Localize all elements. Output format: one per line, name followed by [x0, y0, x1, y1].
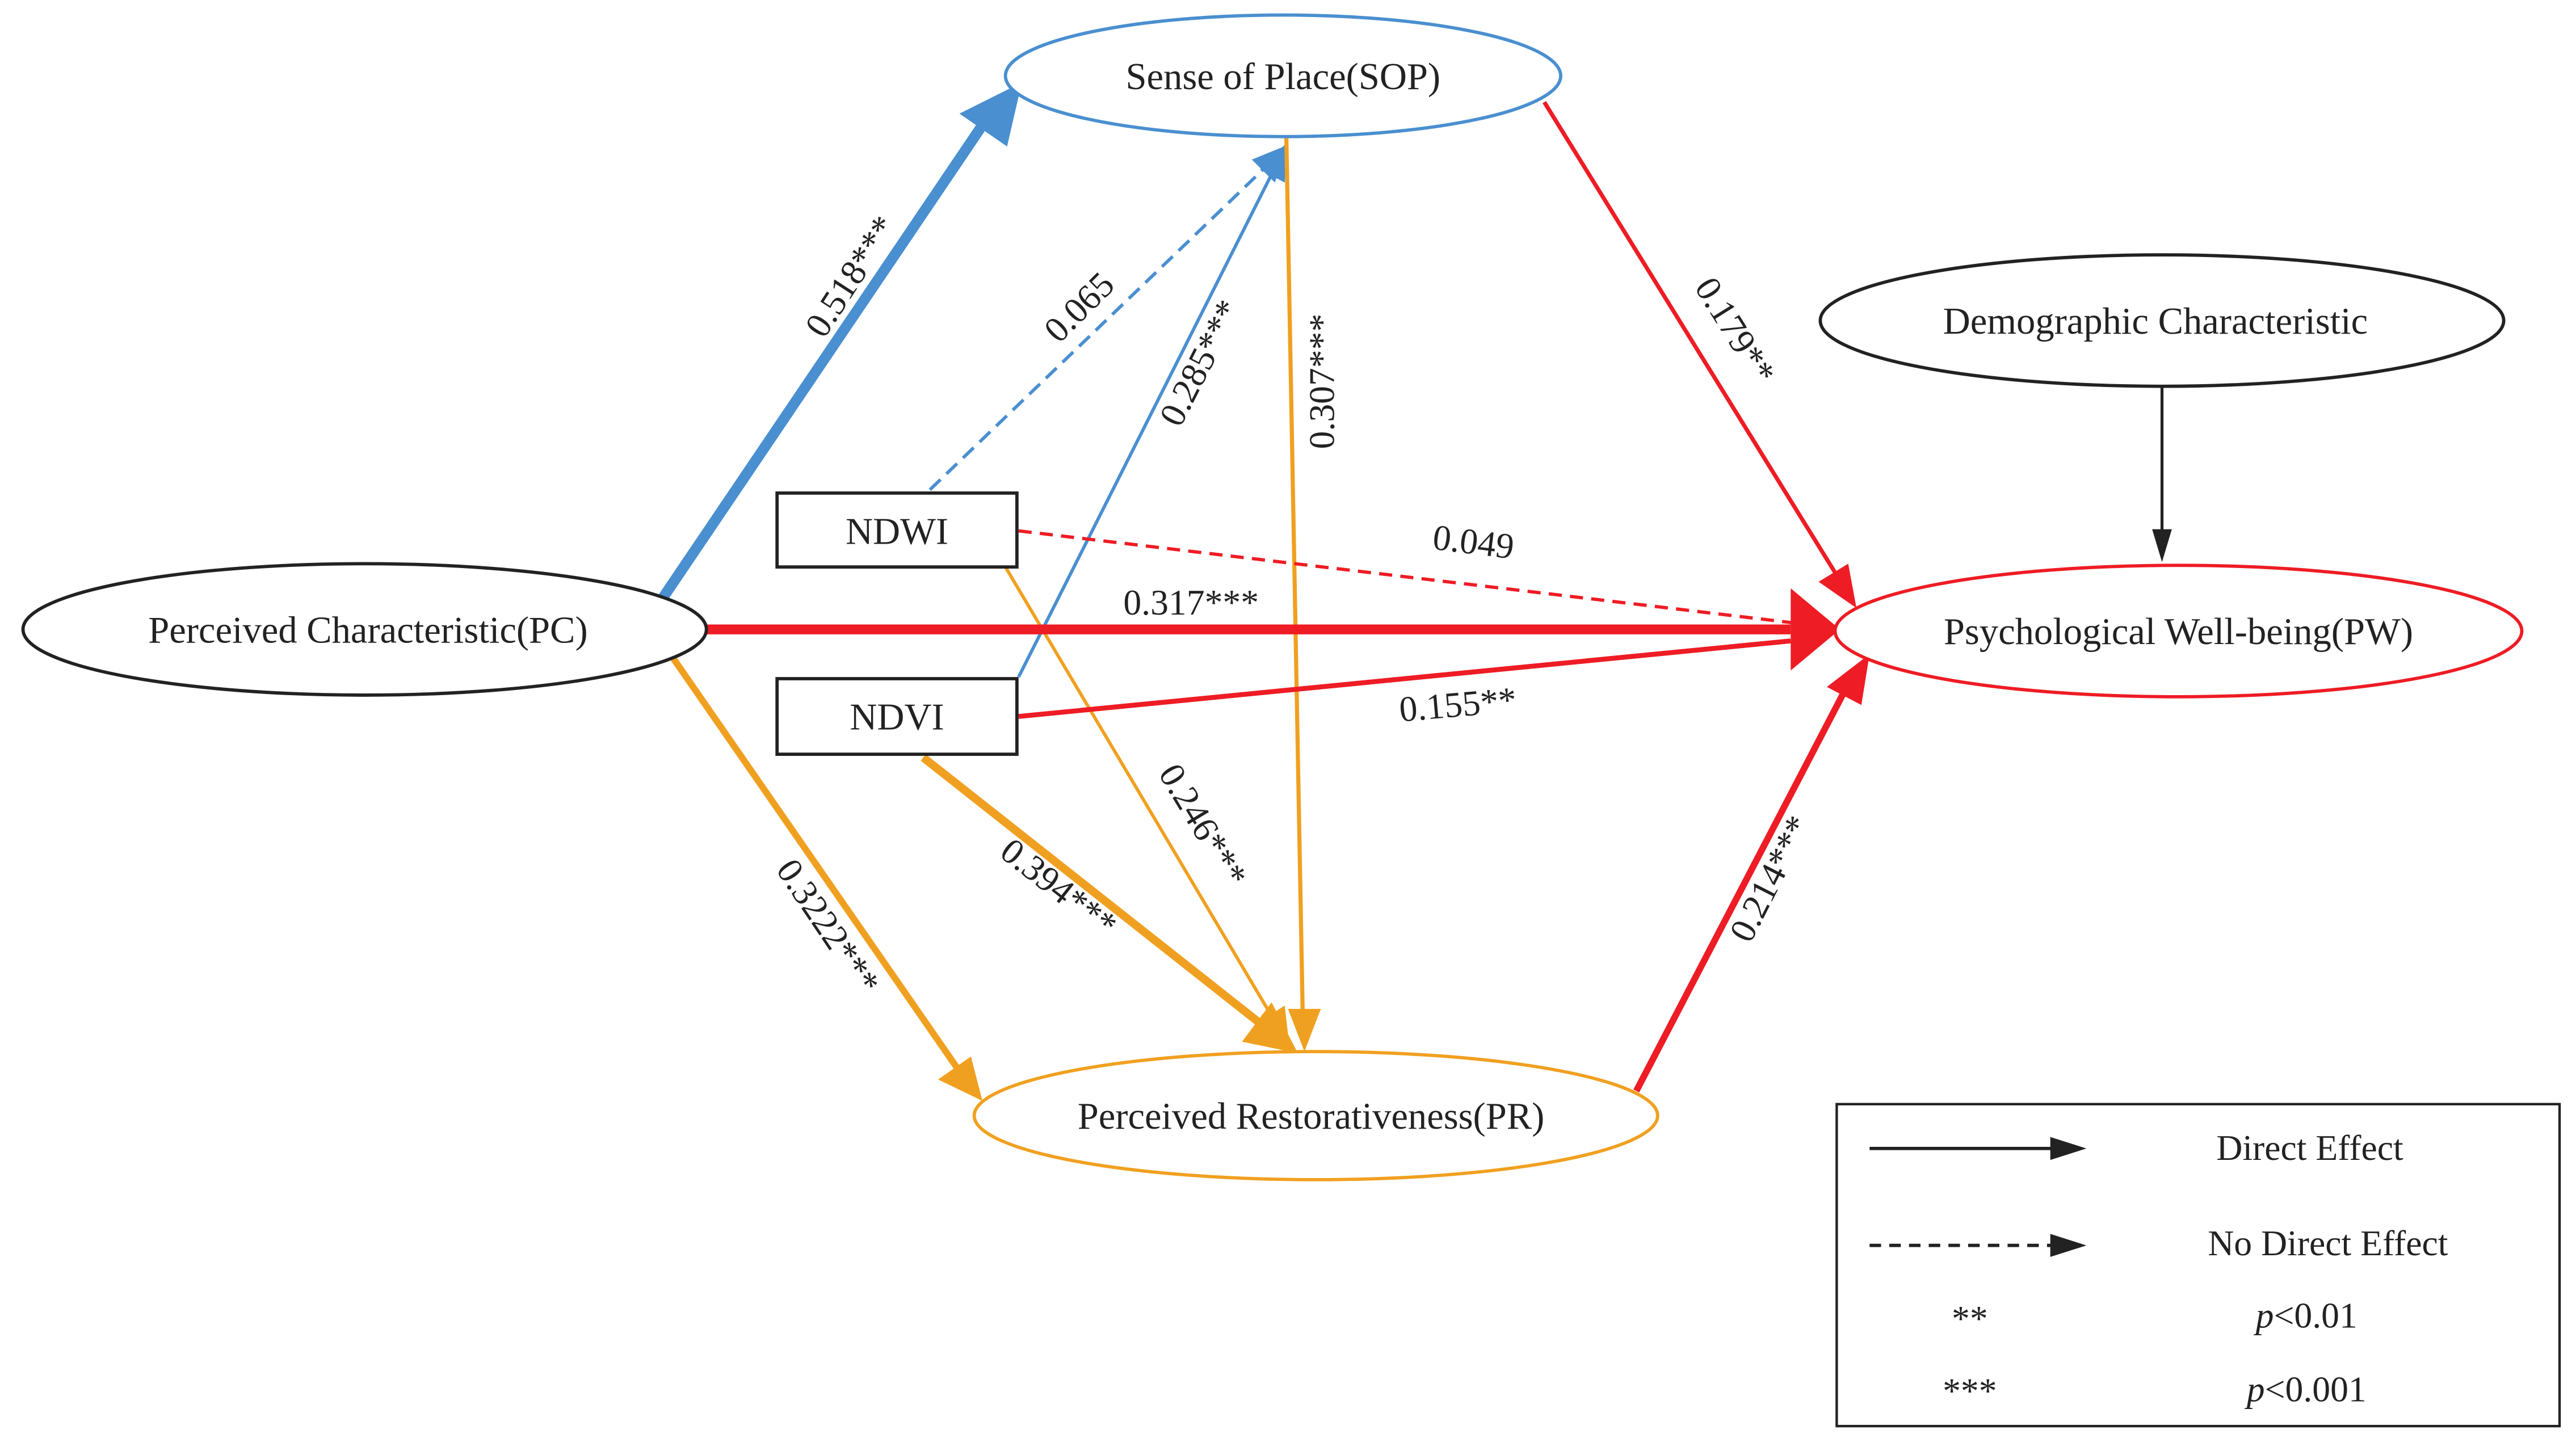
- edge-sop-pw: [1543, 101, 1857, 608]
- edge-ndwi-pw: [1018, 529, 1808, 626]
- node-sop-label: Sense of Place(SOP): [1126, 56, 1441, 98]
- node-ndwi: NDWI: [775, 491, 1019, 569]
- coef-sop-pr: 0.307***: [1302, 314, 1342, 449]
- node-ndwi-label: NDWI: [846, 511, 948, 553]
- edge-ndvi-sop: [1017, 141, 1288, 678]
- edge-sop-pr: [1284, 138, 1321, 1052]
- legend-direct-label: Direct Effect: [2216, 1128, 2403, 1168]
- edge-pc-sop: [655, 82, 1022, 605]
- coef-ndwi-pr: 0.246***: [1151, 757, 1255, 894]
- node-ndvi: NDVI: [775, 677, 1019, 756]
- edge-ndwi-pr: [1004, 566, 1290, 1049]
- node-pr: Perceived Restorativeness(PR): [972, 1050, 1659, 1181]
- node-dc-label: Demographic Characteristic: [1943, 301, 2368, 342]
- node-pc: Perceived Characteristic(PC): [21, 562, 708, 697]
- legend-direct-arrow: [1869, 1137, 2087, 1160]
- legend: Direct Effect No Direct Effect ** p<0.01…: [1835, 1103, 2561, 1428]
- coef-ndvi-pr: 0.394***: [993, 830, 1125, 945]
- edge-ndvi-pw: [1018, 638, 1791, 719]
- coef-pc-pw: 0.317***: [1123, 582, 1259, 623]
- coef-ndvi-pw: 0.155**: [1398, 679, 1518, 730]
- legend-sig2-desc: p<0.01: [2254, 1295, 2358, 1335]
- edge-pc-pr: [667, 652, 983, 1101]
- pw-arrowhead: [1791, 588, 1840, 671]
- node-pr-label: Perceived Restorativeness(PR): [1078, 1096, 1545, 1137]
- node-pc-label: Perceived Characteristic(PC): [148, 609, 587, 651]
- legend-no-direct-label: No Direct Effect: [2208, 1223, 2448, 1263]
- node-dc: Demographic Characteristic: [1818, 253, 2506, 388]
- coef-sop-pw: 0.179**: [1687, 270, 1784, 391]
- node-pw-label: Psychological Well-being(PW): [1944, 611, 2413, 653]
- node-pw: Psychological Well-being(PW): [1833, 563, 2524, 699]
- edge-ndvi-pr: [921, 754, 1298, 1054]
- coef-pc-pr: 0.3222***: [768, 852, 888, 1002]
- legend-sig3-desc: p<0.001: [2245, 1369, 2367, 1410]
- legend-sig2-symbol: **: [1952, 1298, 1988, 1339]
- legend-sig3-symbol: ***: [1943, 1371, 1997, 1411]
- coef-ndwi-sop: 0.065: [1036, 264, 1122, 350]
- edge-pr-pw: [1633, 654, 1870, 1093]
- legend-no-direct-arrow: [1869, 1234, 2087, 1257]
- edge-dc-pw: [2152, 384, 2172, 562]
- node-ndvi-label: NDVI: [850, 697, 944, 738]
- coef-ndwi-pw: 0.049: [1431, 517, 1516, 567]
- node-sop: Sense of Place(SOP): [1003, 13, 1562, 138]
